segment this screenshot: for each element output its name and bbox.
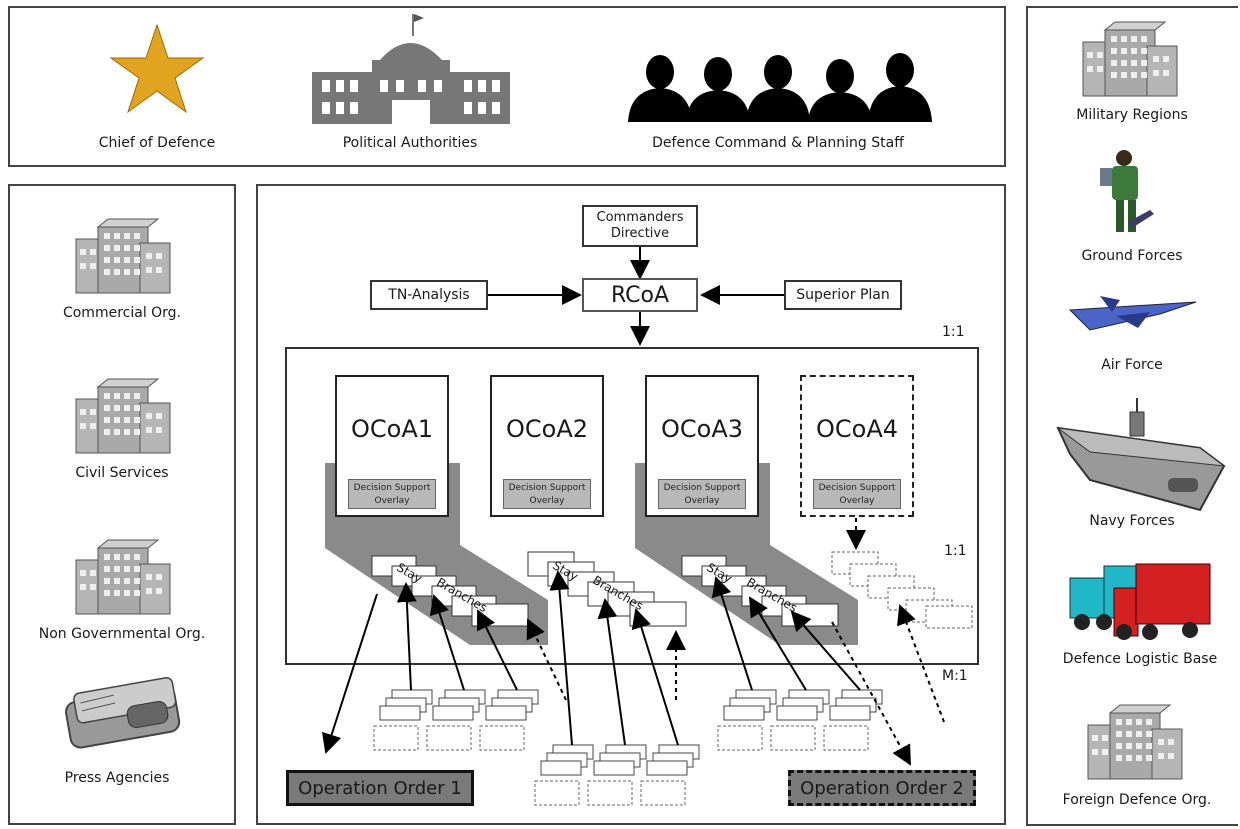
- decision-support-overlay: Decision Support Overlay: [348, 479, 436, 509]
- ocoa-title: OCoA3: [660, 415, 744, 443]
- right-item-label: Navy Forces: [1089, 513, 1175, 529]
- doc-stacks-dashed: [373, 725, 869, 806]
- decision-support-overlay: Decision Support Overlay: [658, 479, 746, 509]
- branch-cards-4: [831, 551, 973, 629]
- staff-label: Defence Command & Planning Staff: [652, 135, 904, 151]
- right-item-label: Military Regions: [1076, 107, 1188, 123]
- left-item-label: Civil Services: [75, 465, 169, 481]
- ocoa-box-1: OCoA1 Decision Support Overlay: [335, 375, 449, 517]
- trucks-icon: [1069, 563, 1211, 640]
- tn-analysis-box: TN-Analysis: [370, 280, 488, 310]
- capitol-icon: [312, 14, 510, 124]
- decision-support-overlay: Decision Support Overlay: [813, 479, 901, 509]
- ocoa-box-2: OCoA2 Decision Support Overlay: [490, 375, 604, 517]
- star-icon: [109, 23, 205, 114]
- ocoa-box-3: OCoA3 Decision Support Overlay: [645, 375, 759, 517]
- left-item-label: Non Governmental Org.: [38, 626, 206, 642]
- carrier-icon: [1056, 398, 1226, 512]
- staff-silhouettes-icon: [628, 53, 932, 122]
- superior-plan-box: Superior Plan: [784, 280, 902, 310]
- left-item-label: Press Agencies: [64, 770, 170, 786]
- flow-arrows: [322, 246, 861, 754]
- operation-order-1: Operation Order 1: [286, 770, 474, 806]
- ratio-label: M:1: [942, 668, 968, 684]
- chief-of-defence-label: Chief of Defence: [98, 135, 216, 151]
- dashed-arrows: [526, 518, 945, 766]
- right-item-label: Air Force: [1101, 357, 1163, 373]
- doc-stacks: [379, 689, 883, 776]
- right-item-label: Defence Logistic Base: [1062, 651, 1218, 667]
- ocoa-title: OCoA4: [815, 415, 899, 443]
- right-item-label: Ground Forces: [1081, 248, 1183, 264]
- left-item-label: Commercial Org.: [62, 305, 182, 321]
- political-authorities-label: Political Authorities: [342, 135, 478, 151]
- commanders-directive-box: Commanders Directive: [582, 205, 698, 247]
- ratio-label: 1:1: [942, 324, 965, 340]
- decision-support-overlay: Decision Support Overlay: [503, 479, 591, 509]
- ocoa-title: OCoA1: [350, 415, 434, 443]
- rcoa-box: RCoA: [582, 278, 698, 312]
- ocoa-title: OCoA2: [505, 415, 589, 443]
- jet-icon: [1068, 296, 1197, 331]
- soldier-icon: [1100, 150, 1154, 232]
- right-item-label: Foreign Defence Org.: [1062, 792, 1212, 808]
- ocoa-box-4: OCoA4 Decision Support Overlay: [800, 375, 914, 517]
- operation-order-2: Operation Order 2: [788, 770, 976, 806]
- ratio-label: 1:1: [944, 543, 967, 559]
- newspaper-icon: [65, 677, 181, 749]
